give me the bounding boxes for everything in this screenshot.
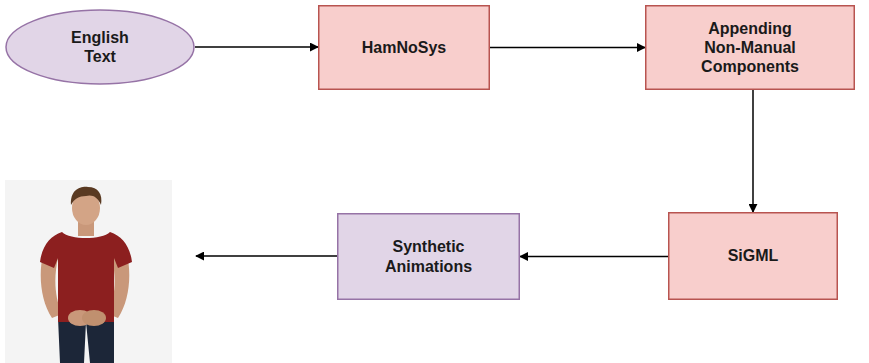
avatar-ground [5,180,172,363]
output-arrow [196,255,337,257]
shape-fill [319,6,490,90]
avatar-hands [82,310,106,326]
shape-fill [669,213,838,300]
box-outline [337,213,520,300]
flow-arrow [752,90,754,212]
ellipse-outline [5,9,195,85]
flow-arrow [195,46,318,48]
process-box: HamNoSys [318,5,490,90]
node-label: HamNoSys [362,38,446,57]
shape-fill [6,10,194,84]
flow-arrow [520,256,668,258]
avatar-shirt [40,232,132,322]
node-label: English Text [55,28,145,66]
process-box: Appending Non-Manual Components [645,5,855,90]
shape-fill [338,214,520,300]
process-box: SiGML [668,212,838,300]
node-label: SiGML [728,246,779,265]
node-label: Synthetic Animations [373,237,485,275]
start-ellipse: English Text [5,9,195,85]
avatar-hair [71,187,102,205]
flow-arrow [490,47,645,49]
node-label: Appending Non-Manual Components [689,19,811,77]
shape-fill [646,6,855,90]
output-box: Synthetic Animations [337,213,520,300]
